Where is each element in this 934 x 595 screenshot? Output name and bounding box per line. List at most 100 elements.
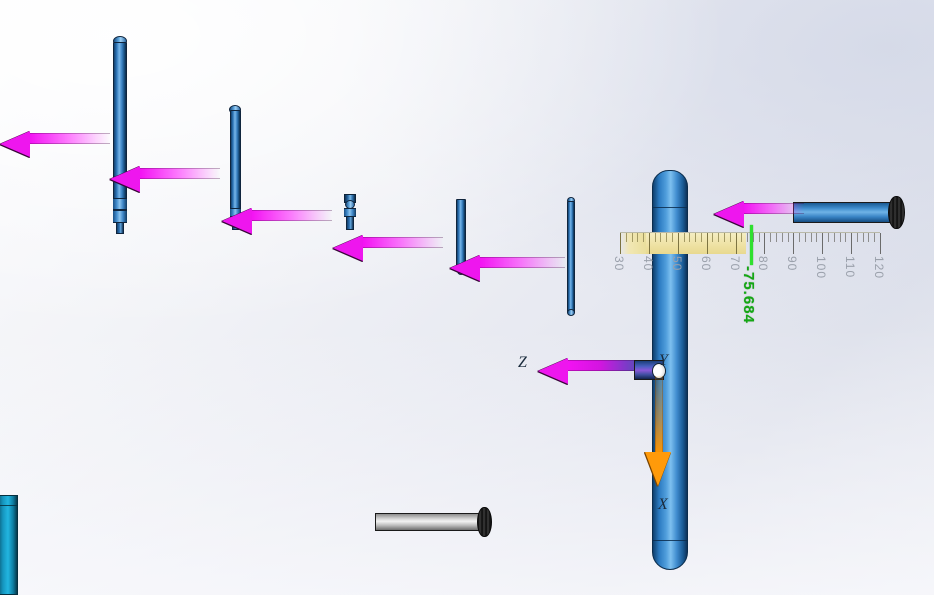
- ruler-tick-minor: [804, 233, 806, 242]
- ruler-tick-minor: [776, 233, 777, 242]
- ruler-label-120: 120: [872, 256, 886, 280]
- ruler-tick-minor: [770, 233, 772, 242]
- ruler-tick-minor: [862, 233, 864, 242]
- ruler-tick-minor: [672, 233, 673, 242]
- ruler-label-30: 30: [612, 256, 626, 272]
- arrow-4-head: [333, 235, 363, 261]
- main-bar-seam-top: [653, 207, 687, 208]
- bolt-gray-head: [477, 507, 492, 537]
- ruler-band-fade: [620, 232, 646, 254]
- arrow-2[interactable]: [110, 166, 220, 192]
- ruler-tick-minor: [747, 233, 749, 242]
- ruler-tick-minor: [810, 233, 812, 242]
- pin-2-shaft: [230, 110, 241, 214]
- arrow-2-head: [110, 166, 140, 192]
- ruler-tick-major: [764, 233, 766, 254]
- measure-indicator-line: [750, 225, 753, 265]
- arrow-3-tail: [252, 210, 332, 221]
- ruler-tick-minor: [799, 233, 801, 242]
- ruler-tick-minor: [695, 233, 697, 242]
- x-axis-shaft: [655, 376, 663, 454]
- ruler-tick-minor: [712, 233, 714, 242]
- arrow-1[interactable]: [0, 131, 110, 157]
- ruler-tick-minor: [856, 233, 858, 242]
- ruler-tick-minor: [758, 233, 760, 242]
- pin-5-tip: [567, 309, 575, 316]
- ruler-label-110: 110: [843, 256, 858, 279]
- ruler-tick-minor: [729, 233, 731, 242]
- ruler-tick-minor: [828, 233, 829, 242]
- ruler-label-80: 80: [756, 256, 771, 272]
- teal-bar-seam: [0, 505, 18, 506]
- arrow-5-tail: [480, 257, 565, 268]
- arrow-5-head: [450, 255, 480, 281]
- axis-label-y: Y: [659, 352, 668, 369]
- ruler-tick-minor: [660, 233, 662, 242]
- ruler-tick-minor: [833, 233, 835, 242]
- ruler-tick-major: [822, 233, 824, 254]
- bolt-blue-head: [888, 196, 905, 229]
- arrow-6-head: [714, 201, 744, 227]
- pin-1-tip: [116, 222, 124, 234]
- ruler-tick-minor: [724, 233, 725, 242]
- ruler-tick-major: [706, 233, 708, 254]
- ruler-tick-major: [793, 233, 795, 254]
- ruler-tick-minor: [700, 233, 702, 242]
- arrow-2-tail: [140, 168, 220, 179]
- ruler-tick-minor: [781, 233, 783, 242]
- ruler-tick-minor: [874, 233, 876, 242]
- ruler-tick-minor: [631, 233, 633, 242]
- ruler-band-highlight: [646, 232, 746, 254]
- arrow-3-head: [222, 208, 252, 234]
- ruler-label-50: 50: [669, 256, 684, 272]
- bolt-gray-shaft: [375, 513, 481, 531]
- axis-label-z: Z: [518, 354, 527, 371]
- pin-1-seg-a: [113, 198, 127, 210]
- teal-bar-body: [0, 495, 18, 595]
- pin-5-shaft: [567, 201, 575, 313]
- ruler-tick-minor: [643, 233, 645, 242]
- ruler-label-100: 100: [814, 256, 829, 280]
- ruler-tick-minor: [625, 233, 627, 242]
- ruler-tick-minor: [718, 233, 720, 242]
- ruler-tick-major: [880, 233, 881, 254]
- x-axis-arrowhead: [645, 452, 671, 486]
- ruler-tick-minor: [868, 233, 870, 242]
- pin-3-tip: [346, 216, 354, 230]
- arrow-5[interactable]: [450, 255, 565, 281]
- measure-value: -75.684: [740, 266, 757, 324]
- arrow-4-tail: [363, 237, 443, 248]
- ruler-tick-minor: [752, 233, 754, 242]
- ruler-tick-minor: [787, 233, 789, 242]
- arrow-7-tail: [568, 360, 648, 371]
- ruler-label-40: 40: [640, 256, 655, 272]
- ruler-label-90: 90: [785, 256, 800, 272]
- bolt-blue-shaft: [793, 202, 894, 223]
- ruler-tick-major: [677, 233, 679, 254]
- ruler-tick-major: [620, 233, 621, 254]
- ruler-tick-major: [851, 233, 853, 254]
- ruler-tick-minor: [654, 233, 656, 242]
- ruler-tick-minor: [839, 233, 841, 242]
- ruler-tick-minor: [637, 233, 639, 242]
- ruler-tick-minor: [816, 233, 818, 242]
- ruler-tick-major: [735, 233, 737, 254]
- arrow-7-head: [538, 358, 568, 384]
- ruler-tick-minor: [845, 233, 847, 242]
- arrow-6[interactable]: [714, 201, 804, 227]
- arrow-4[interactable]: [333, 235, 443, 261]
- ruler-label-60: 60: [698, 256, 713, 272]
- axis-label-x: X: [658, 496, 668, 513]
- pin-1-shaft: [113, 42, 127, 222]
- arrow-1-tail: [30, 133, 110, 144]
- ruler-tick-minor: [689, 233, 691, 242]
- arrow-3[interactable]: [222, 208, 332, 234]
- ruler-tick-major: [648, 233, 650, 254]
- ruler-tick-minor: [683, 233, 685, 242]
- ruler-tick-minor: [666, 233, 668, 242]
- main-bar-seam-bottom: [653, 540, 687, 541]
- arrow-6-tail: [744, 203, 804, 214]
- arrow-7-z-axis[interactable]: [538, 358, 648, 384]
